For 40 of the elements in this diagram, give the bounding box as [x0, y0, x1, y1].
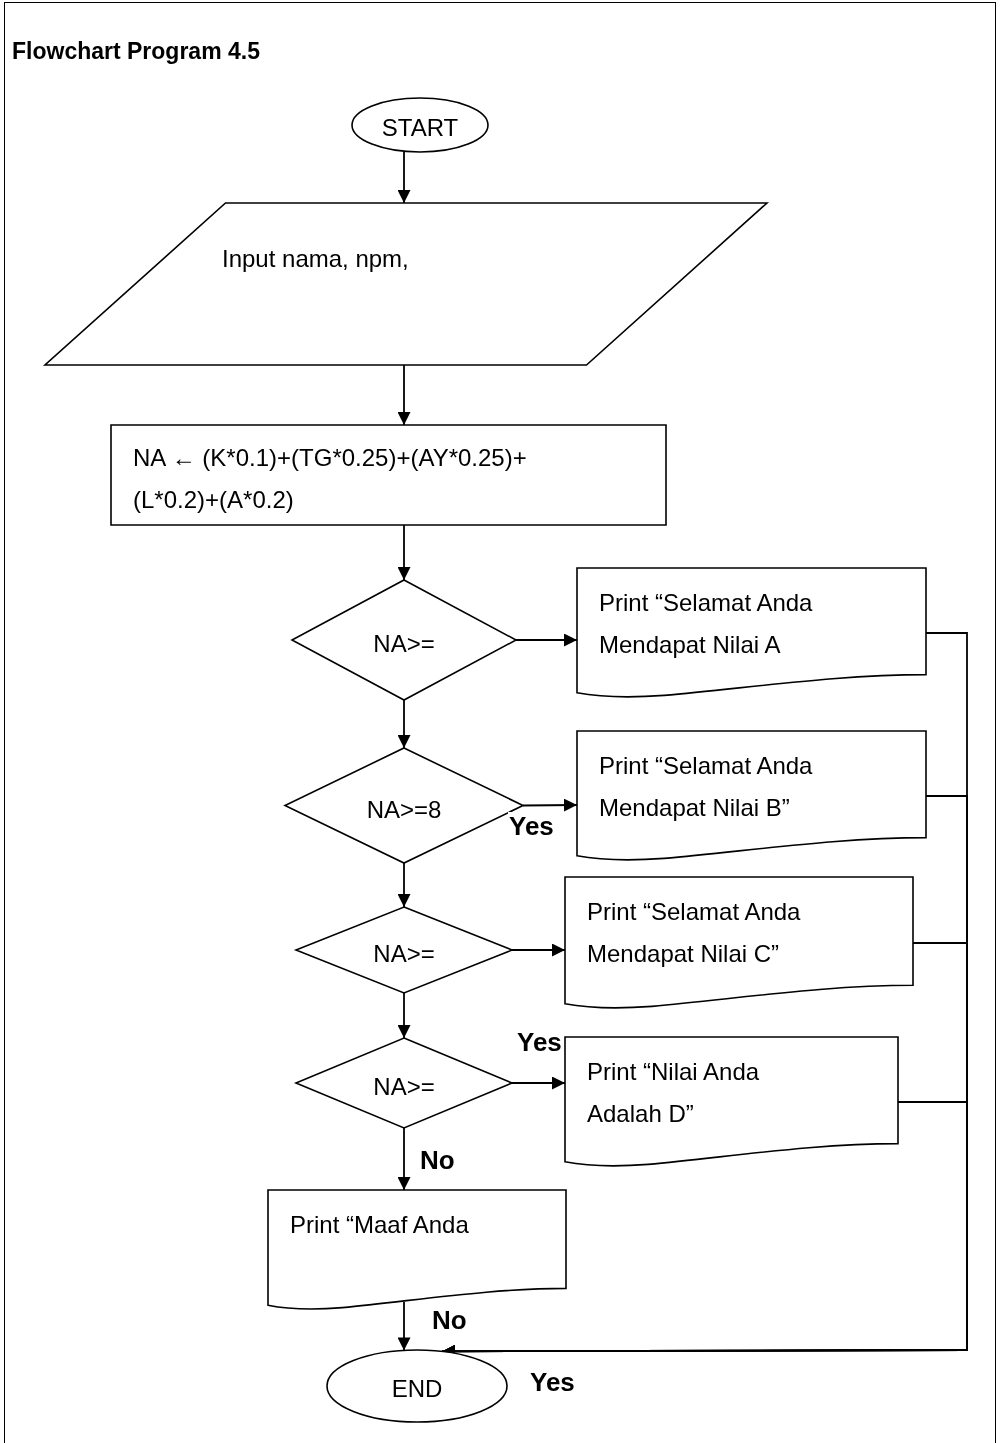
node-label: Print “Selamat Anda Mendapat Nilai A [599, 588, 814, 660]
flow-arrow [397, 524, 411, 581]
node-label: Print “Nilai Anda Adalah D” [587, 1057, 761, 1129]
flow-arrow [511, 943, 566, 957]
node-label: END [391, 1375, 443, 1403]
decision-diamond [292, 580, 516, 700]
terminal-ellipse [352, 98, 488, 152]
flow-arrow [397, 699, 411, 749]
branch-label: Yes [530, 1368, 575, 1396]
decision-diamond [296, 1038, 512, 1128]
output-document [577, 568, 926, 698]
branch-label: No [432, 1306, 467, 1334]
node-label: Print “Maaf Anda [290, 1210, 469, 1240]
process-box [111, 425, 666, 525]
node-label: NA>= [373, 1073, 435, 1101]
decision-diamond [296, 907, 512, 993]
node-label: Print “Selamat Anda Mendapat Nilai C” [587, 897, 802, 969]
node-label: NA>=8 [366, 795, 442, 824]
flow-arrow [397, 862, 411, 908]
flow-arrow [522, 798, 578, 812]
output-document [565, 877, 913, 1009]
flow-arrow [397, 1127, 411, 1191]
node-label: NA>= [373, 940, 435, 968]
flow-arrow [511, 1076, 566, 1090]
input-parallelogram [45, 203, 767, 365]
node-label: Print “Selamat Anda Mendapat Nilai B” [599, 751, 814, 823]
flow-arrow [515, 633, 578, 647]
diagram-title: Flowchart Program 4.5 [12, 38, 260, 65]
output-document [577, 731, 926, 861]
node-label: Input nama, npm, [222, 245, 409, 273]
node-label: NA>= [373, 630, 435, 658]
node-label: NA ← (K*0.1)+(TG*0.25)+(AY*0.25)+ (L*0.2)+(A*0.2) [133, 443, 528, 515]
node-label: START [381, 114, 459, 142]
output-document [268, 1190, 566, 1310]
flow-arrow [397, 1301, 411, 1352]
terminal-ellipse [327, 1350, 507, 1422]
flow-arrow [397, 364, 411, 426]
flow-arrow [397, 150, 411, 204]
flow-arrow [397, 992, 411, 1039]
output-document [565, 1037, 898, 1167]
